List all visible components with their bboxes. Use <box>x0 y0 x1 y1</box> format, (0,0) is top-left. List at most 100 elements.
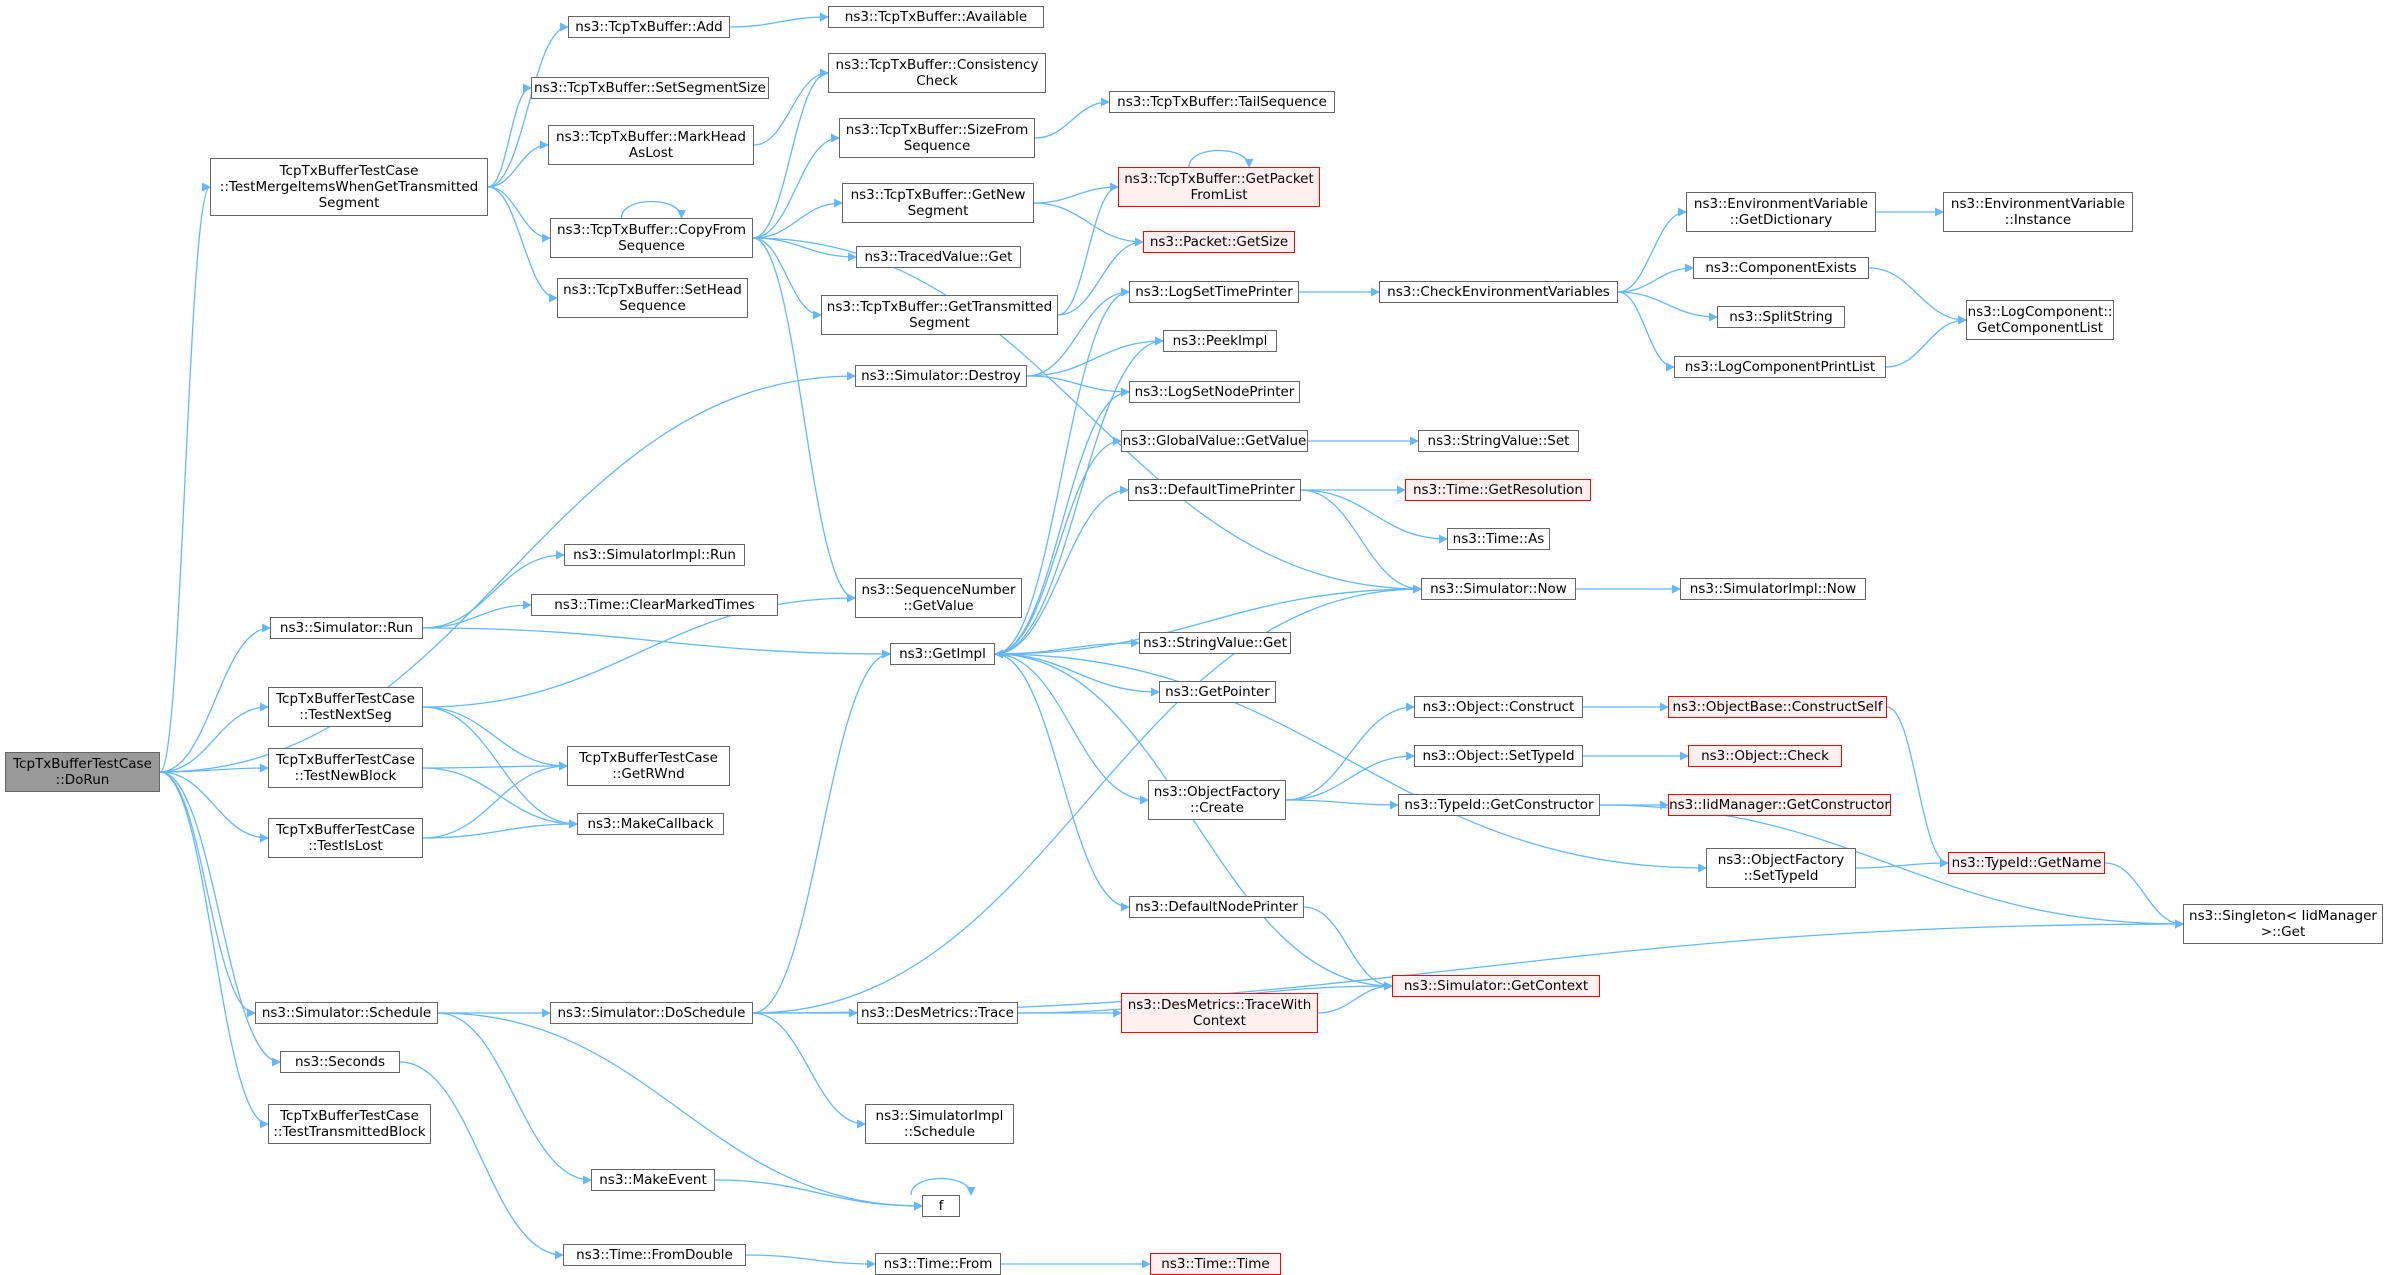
node-testislost[interactable]: TcpTxBufferTestCase ::TestIsLost <box>268 818 423 858</box>
edge-simdestroy-to-logsetnode <box>1026 375 1130 397</box>
edge-typeidgetname-to-singletonget <box>2104 862 2184 929</box>
node-testmerge[interactable]: TcpTxBufferTestCase ::TestMergeItemsWhen… <box>210 158 488 216</box>
node-objsettypeid[interactable]: ns3::Object::SetTypeId <box>1414 745 1583 767</box>
node-iidgetctor[interactable]: ns3::IidManager::GetConstructor <box>1668 794 1891 816</box>
node-objfactsettypeid[interactable]: ns3::ObjectFactory ::SetTypeId <box>1706 848 1856 888</box>
node-seqgetvalue[interactable]: ns3::SequenceNumber ::GetValue <box>855 578 1022 618</box>
node-makecallback[interactable]: ns3::MakeCallback <box>577 813 724 835</box>
node-timefromdouble[interactable]: ns3::Time::FromDouble <box>563 1244 746 1266</box>
node-getpacketfromlist[interactable]: ns3::TcpTxBuffer::GetPacket FromList <box>1118 167 1320 207</box>
node-constructself[interactable]: ns3::ObjectBase::ConstructSelf <box>1668 696 1887 718</box>
edge-testnewblock-to-getrwnd <box>422 761 568 771</box>
node-globalgetvalue[interactable]: ns3::GlobalValue::GetValue <box>1121 430 1308 452</box>
node-typeidgetctor[interactable]: ns3::TypeId::GetConstructor <box>1398 794 1600 816</box>
node-simimplrun[interactable]: ns3::SimulatorImpl::Run <box>564 544 745 566</box>
node-markhead[interactable]: ns3::TcpTxBuffer::MarkHead AsLost <box>548 125 754 165</box>
edge-simdoschedule-to-simnow <box>752 584 1422 1014</box>
node-testnextseg[interactable]: TcpTxBufferTestCase ::TestNextSeg <box>268 687 423 727</box>
node-getpointer[interactable]: ns3::GetPointer <box>1159 681 1276 703</box>
node-singletonget[interactable]: ns3::Singleton< IidManager >::Get <box>2183 904 2383 944</box>
edge-simschedule-to-makeevent <box>437 1012 592 1185</box>
edge-getimpl-to-objfactsettypeid <box>994 653 1707 873</box>
node-copyfrom[interactable]: ns3::TcpTxBuffer::CopyFrom Sequence <box>550 218 753 258</box>
node-logcompprint[interactable]: ns3::LogComponentPrintList <box>1674 356 1886 378</box>
node-simrun[interactable]: ns3::Simulator::Run <box>270 617 423 639</box>
edge-f-to-f <box>910 1177 976 1196</box>
node-packetgetsize[interactable]: ns3::Packet::GetSize <box>1143 231 1295 253</box>
node-peekimpl[interactable]: ns3::PeekImpl <box>1163 330 1277 352</box>
node-add[interactable]: ns3::TcpTxBuffer::Add <box>568 16 730 38</box>
edge-simschedule-to-f <box>437 1012 923 1211</box>
node-f[interactable]: f <box>922 1195 960 1217</box>
node-logsetnode[interactable]: ns3::LogSetNodePrinter <box>1129 381 1300 403</box>
node-simdestroy[interactable]: ns3::Simulator::Destroy <box>855 365 1027 387</box>
edge-gettransmitted-to-packetgetsize <box>1057 237 1144 316</box>
node-tracewithctx[interactable]: ns3::DesMetrics::TraceWith Context <box>1121 993 1318 1033</box>
edge-getnewseg-to-getpacketfromlist <box>1033 182 1119 204</box>
edge-copyfrom-to-sizefrom <box>752 133 840 239</box>
node-objfactcreate[interactable]: ns3::ObjectFactory ::Create <box>1148 780 1286 820</box>
node-desmetricstrace[interactable]: ns3::DesMetrics::Trace <box>857 1002 1018 1024</box>
node-sizefrom[interactable]: ns3::TcpTxBuffer::SizeFrom Sequence <box>839 118 1035 158</box>
edge-simnow-to-getimpl <box>994 588 1422 659</box>
node-simdoschedule[interactable]: ns3::Simulator::DoSchedule <box>550 1002 753 1024</box>
node-testtransmitted[interactable]: TcpTxBufferTestCase ::TestTransmittedBlo… <box>268 1104 431 1144</box>
node-getimpl[interactable]: ns3::GetImpl <box>890 643 995 665</box>
node-checkenv[interactable]: ns3::CheckEnvironmentVariables <box>1379 281 1618 303</box>
node-dorun[interactable]: TcpTxBufferTestCase ::DoRun <box>5 752 160 792</box>
node-simgetcontext[interactable]: ns3::Simulator::GetContext <box>1392 975 1600 997</box>
node-compexists[interactable]: ns3::ComponentExists <box>1693 257 1869 279</box>
edge-getimpl-to-defnodeprinter <box>994 653 1130 912</box>
node-splitstring[interactable]: ns3::SplitString <box>1717 306 1845 328</box>
node-getrwnd[interactable]: TcpTxBufferTestCase ::GetRWnd <box>567 746 730 786</box>
edge-objfactcreate-to-typeidgetctor <box>1285 799 1399 810</box>
node-objcheck[interactable]: ns3::Object::Check <box>1688 745 1842 767</box>
edge-dorun-to-testnextseg <box>159 702 269 773</box>
node-seconds[interactable]: ns3::Seconds <box>280 1051 400 1073</box>
edge-getimpl-to-logsetnode <box>994 387 1130 655</box>
edge-sizefrom-to-tailseq <box>1034 97 1110 139</box>
node-setsegsize[interactable]: ns3::TcpTxBuffer::SetSegmentSize <box>531 77 769 99</box>
node-clearmarked[interactable]: ns3::Time::ClearMarkedTimes <box>531 594 778 616</box>
node-consistency[interactable]: ns3::TcpTxBuffer::Consistency Check <box>828 53 1046 93</box>
node-simimplnow[interactable]: ns3::SimulatorImpl::Now <box>1680 578 1866 600</box>
node-gettransmitted[interactable]: ns3::TcpTxBuffer::GetTransmitted Segment <box>821 295 1058 335</box>
node-logcomplist[interactable]: ns3::LogComponent:: GetComponentList <box>1966 300 2114 340</box>
edge-testmerge-to-sethead <box>487 186 558 303</box>
edge-add-to-available <box>729 12 829 28</box>
node-tailseq[interactable]: ns3::TcpTxBuffer::TailSequence <box>1109 91 1335 113</box>
edge-testnewblock-to-makecallback <box>422 767 578 829</box>
node-envinstance[interactable]: ns3::EnvironmentVariable ::Instance <box>1943 192 2133 232</box>
node-available[interactable]: ns3::TcpTxBuffer::Available <box>828 6 1044 28</box>
node-logsettime[interactable]: ns3::LogSetTimePrinter <box>1129 281 1299 303</box>
edge-copyfrom-to-seqgetvalue <box>752 237 856 603</box>
edge-copyfrom-to-copyfrom <box>620 200 686 219</box>
edge-checkenv-to-envgetdict <box>1617 207 1687 293</box>
node-stringget[interactable]: ns3::StringValue::Get <box>1139 632 1291 654</box>
node-sethead[interactable]: ns3::TcpTxBuffer::SetHead Sequence <box>557 278 748 318</box>
edge-dorun-to-testislost <box>159 771 269 843</box>
node-testnewblock[interactable]: TcpTxBufferTestCase ::TestNewBlock <box>268 748 423 788</box>
node-simnow[interactable]: ns3::Simulator::Now <box>1421 578 1576 600</box>
node-objconstruct[interactable]: ns3::Object::Construct <box>1414 696 1583 718</box>
node-timeas[interactable]: ns3::Time::As <box>1447 528 1550 550</box>
node-makeevent[interactable]: ns3::MakeEvent <box>591 1169 715 1191</box>
node-timegetres[interactable]: ns3::Time::GetResolution <box>1405 479 1591 501</box>
edge-testmerge-to-copyfrom <box>487 186 551 243</box>
node-simschedule[interactable]: ns3::Simulator::Schedule <box>255 1002 438 1024</box>
node-getnewseg[interactable]: ns3::TcpTxBuffer::GetNew Segment <box>842 183 1034 223</box>
node-simimplschedule[interactable]: ns3::SimulatorImpl ::Schedule <box>865 1104 1014 1144</box>
edge-getimpl-to-logsettime <box>994 287 1130 655</box>
node-defnodeprinter[interactable]: ns3::DefaultNodePrinter <box>1129 896 1304 918</box>
node-stringset[interactable]: ns3::StringValue::Set <box>1418 430 1579 452</box>
edge-testnextseg-to-getrwnd <box>422 706 568 771</box>
node-timetime[interactable]: ns3::Time::Time <box>1150 1253 1281 1275</box>
edge-getimpl-to-stringget <box>994 638 1140 655</box>
node-typeidgetname[interactable]: ns3::TypeId::GetName <box>1948 852 2105 874</box>
node-deftimeprinter[interactable]: ns3::DefaultTimePrinter <box>1128 479 1301 501</box>
node-tracedget[interactable]: ns3::TracedValue::Get <box>856 246 1021 268</box>
edge-testnextseg-to-makecallback <box>422 706 578 829</box>
node-envgetdict[interactable]: ns3::EnvironmentVariable ::GetDictionary <box>1686 192 1876 232</box>
edge-objfactcreate-to-objconstruct <box>1285 702 1415 801</box>
